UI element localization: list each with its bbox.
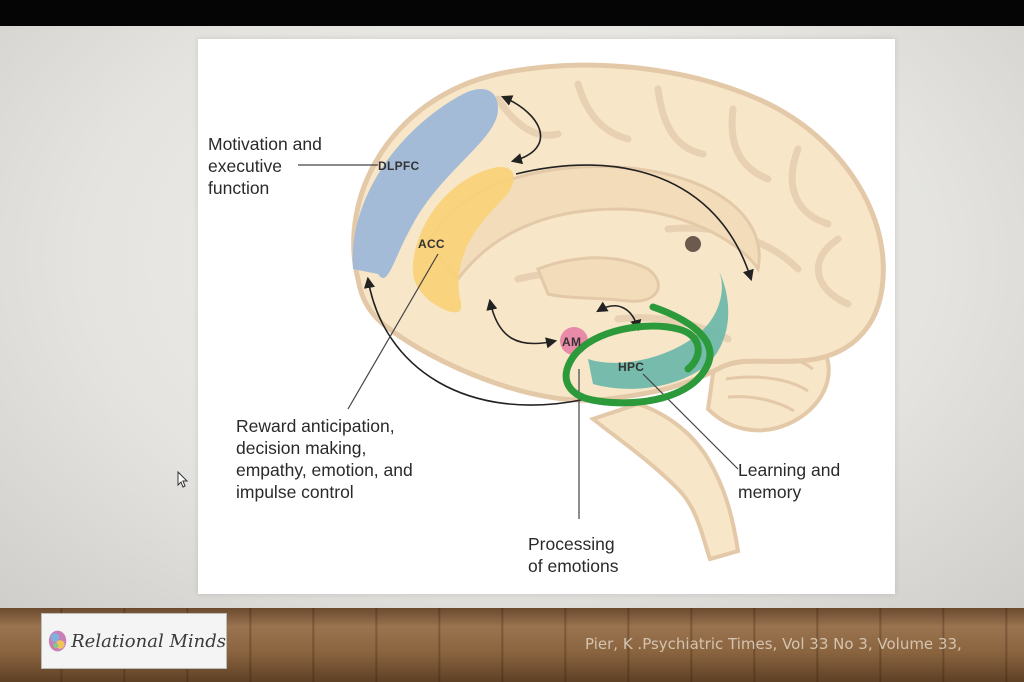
acc-label: ACC (418, 237, 445, 251)
amygdala-label: AM (562, 335, 582, 349)
green-marker-circle (562, 303, 714, 407)
relational-minds-logo: Relational Minds (41, 613, 227, 669)
dlpfc-label: DLPFC (378, 159, 420, 173)
processing-annotation: Processing of emotions (528, 534, 619, 576)
mouse-cursor-icon (177, 471, 189, 488)
cerebrum (351, 62, 886, 403)
brain-diagram (298, 62, 886, 562)
dlpfc-region (352, 89, 498, 278)
brain-logo-icon (48, 630, 67, 652)
citation-text: Pier, K .Psychiatric Times, Vol 33 No 3,… (585, 635, 962, 653)
connection-arrows (363, 95, 754, 406)
logo-text: Relational Minds (71, 630, 226, 652)
slide-panel: DLPFC ACC AM HPC Motivation and executiv… (198, 39, 895, 594)
brain-dot (685, 236, 701, 252)
learning-annotation: Learning and memory (738, 460, 841, 502)
reward-annotation: Reward anticipation, decision making, em… (236, 416, 413, 502)
top-black-bar (0, 0, 1024, 26)
motivation-annotation: Motivation and executive function (208, 134, 322, 198)
leader-lines (298, 164, 739, 519)
acc-region (412, 166, 514, 313)
brainstem (588, 401, 741, 562)
hippocampus-label: HPC (618, 360, 645, 374)
